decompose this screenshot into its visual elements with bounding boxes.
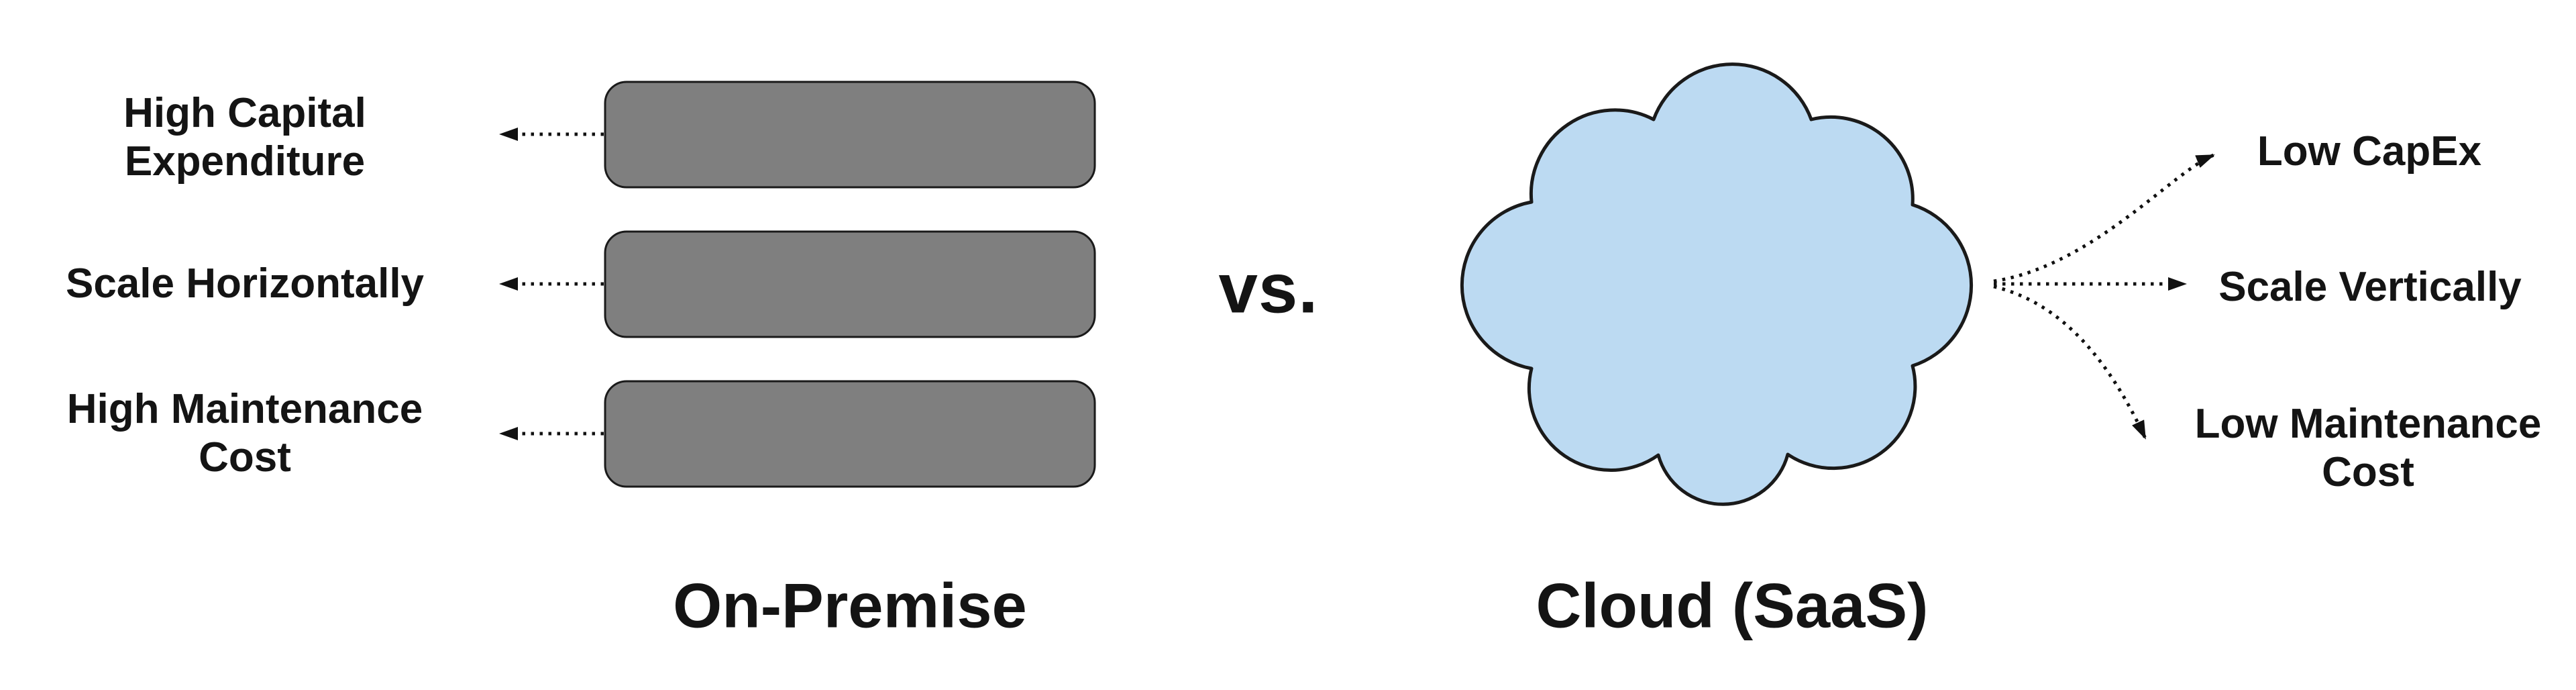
- versus-text: vs.: [1218, 249, 1319, 328]
- server-box-2: [604, 230, 1096, 338]
- label-scale-vertically: Scale Vertically: [2218, 264, 2522, 311]
- label-scale-horizontally: Scale Horizontally: [65, 260, 425, 307]
- cloud-saas-title: Cloud (SaaS): [1536, 570, 1929, 641]
- label-high-capital-expenditure: High Capital Expenditure: [123, 90, 366, 185]
- server-box-1: [604, 81, 1096, 189]
- server-stack: [604, 81, 1096, 488]
- server-box-3: [604, 380, 1096, 488]
- left-arrows: [499, 128, 604, 440]
- right-arrows: [1993, 153, 2215, 440]
- label-high-maintenance-cost: High Maintenance Cost: [66, 386, 423, 481]
- label-low-maintenance-cost: Low Maintenance Cost: [2194, 401, 2542, 495]
- label-low-capex: Low CapEx: [2257, 128, 2482, 175]
- cloud-shape: [1460, 62, 1974, 506]
- arrow-low-maintenance: [1993, 285, 2147, 440]
- on-premise-title: On-Premise: [673, 570, 1027, 641]
